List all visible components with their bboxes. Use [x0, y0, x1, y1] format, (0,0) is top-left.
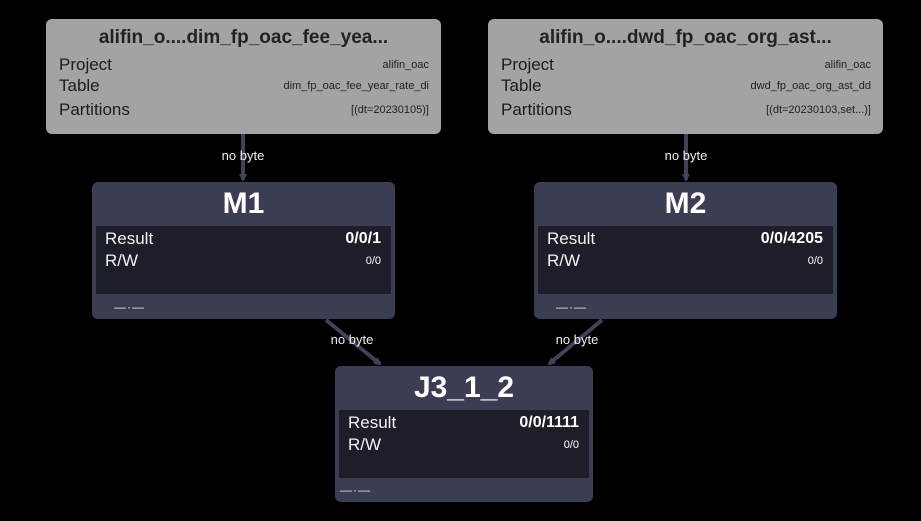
table-label: Table: [59, 76, 100, 95]
edge-label: no byte: [664, 148, 708, 163]
partitions-label: Partitions: [501, 100, 572, 119]
task-node-m1[interactable]: M1 Result 0/0/1 R/W 0/0 —·—: [92, 182, 395, 319]
task-node-m2[interactable]: M2 Result 0/0/4205 R/W 0/0 —·—: [534, 182, 837, 319]
rw-value: 0/0: [365, 255, 381, 267]
task-footer-indicator: —·—: [114, 300, 145, 314]
partitions-label: Partitions: [59, 100, 130, 119]
project-row: Project alifin_oac: [59, 54, 429, 76]
task-footer-indicator: —·—: [556, 300, 587, 314]
project-row: Project alifin_oac: [501, 54, 871, 76]
result-label: Result: [105, 229, 154, 248]
project-label: Project: [501, 55, 554, 74]
result-value: 0/0/1: [345, 230, 381, 247]
rw-label: R/W: [348, 435, 382, 454]
task-stats-panel: Result 0/0/4205 R/W 0/0: [538, 226, 833, 294]
table-value: dwd_fp_oac_org_ast_dd: [750, 80, 871, 92]
source-node-dim-fp-oac-fee[interactable]: alifin_o....dim_fp_oac_fee_yea... Projec…: [46, 19, 441, 134]
result-value: 0/0/4205: [760, 230, 823, 247]
source-node-dwd-fp-oac-org[interactable]: alifin_o....dwd_fp_oac_org_ast... Projec…: [488, 19, 883, 134]
project-label: Project: [59, 55, 112, 74]
edge-label: no byte: [330, 332, 374, 347]
source-node-title: alifin_o....dwd_fp_oac_org_ast...: [539, 27, 832, 48]
result-row: Result 0/0/1: [105, 228, 381, 250]
rw-label: R/W: [547, 251, 581, 270]
task-node-title: M2: [664, 187, 707, 220]
partitions-row: Partitions [(dt=20230103,set...)]: [501, 99, 871, 121]
edge-m1-j3: [324, 318, 382, 366]
partitions-row: Partitions [(dt=20230105)]: [59, 99, 429, 121]
result-label: Result: [348, 413, 397, 432]
result-row: Result 0/0/4205: [547, 228, 823, 250]
rw-row: R/W 0/0: [348, 434, 579, 456]
table-label: Table: [501, 76, 542, 95]
project-value: alifin_oac: [824, 59, 871, 71]
table-value: dim_fp_oac_fee_year_rate_di: [283, 80, 429, 92]
rw-value: 0/0: [807, 255, 823, 267]
edge-label: no byte: [221, 148, 265, 163]
task-node-title: M1: [222, 187, 265, 220]
rw-row: R/W 0/0: [105, 250, 381, 272]
rw-row: R/W 0/0: [547, 250, 823, 272]
source-node-title: alifin_o....dim_fp_oac_fee_yea...: [98, 27, 389, 48]
task-stats-panel: Result 0/0/1111 R/W 0/0: [339, 410, 589, 478]
result-label: Result: [547, 229, 596, 248]
task-node-j3-1-2[interactable]: J3_1_2 Result 0/0/1111 R/W 0/0 —·—: [335, 366, 593, 502]
rw-value: 0/0: [563, 439, 579, 451]
task-stats-panel: Result 0/0/1 R/W 0/0: [96, 226, 391, 294]
result-value: 0/0/1111: [519, 414, 579, 431]
partitions-value: [(dt=20230105)]: [351, 104, 429, 116]
task-node-title: J3_1_2: [413, 371, 515, 404]
edge-m2-j3: [547, 318, 604, 366]
edge-label: no byte: [555, 332, 599, 347]
project-value: alifin_oac: [382, 59, 429, 71]
partitions-value: [(dt=20230103,set...)]: [766, 104, 871, 116]
result-row: Result 0/0/1111: [348, 412, 579, 434]
table-row: Table dim_fp_oac_fee_year_rate_di: [59, 75, 429, 97]
table-row: Table dwd_fp_oac_org_ast_dd: [501, 75, 871, 97]
task-footer-indicator: —·—: [340, 483, 371, 497]
rw-label: R/W: [105, 251, 139, 270]
